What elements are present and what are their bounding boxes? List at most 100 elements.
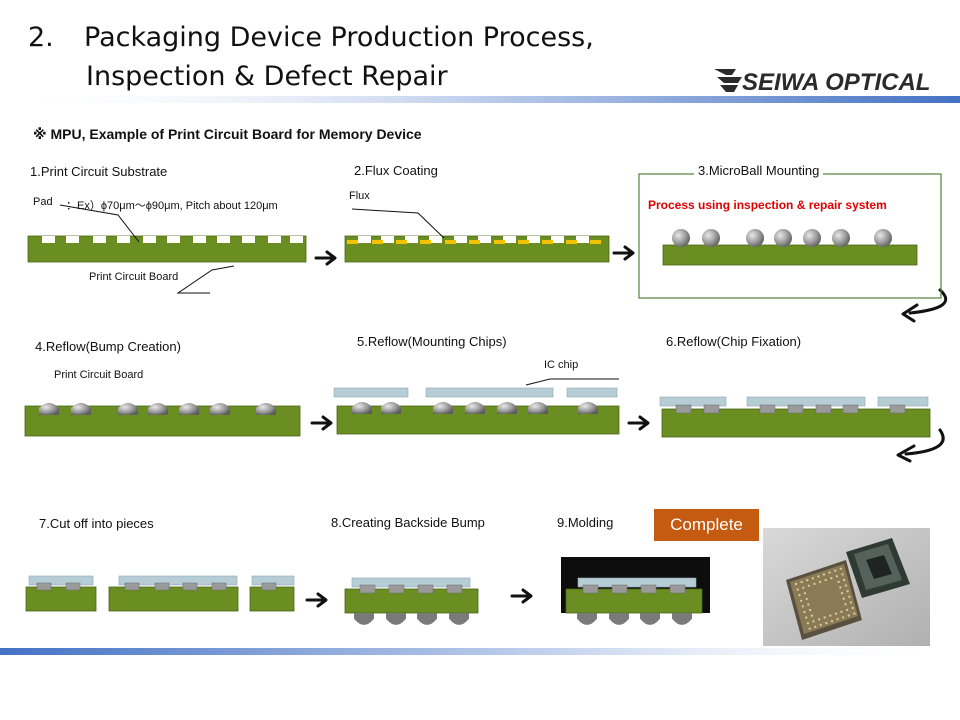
pad xyxy=(381,236,394,243)
step-5-label: 5.Reflow(Mounting Chips) xyxy=(357,334,507,349)
photo-ball xyxy=(803,592,807,595)
ic-chip xyxy=(746,396,866,407)
photo-ball xyxy=(848,595,851,598)
photo-ball xyxy=(803,610,806,614)
packaged-chips-photo xyxy=(763,528,930,646)
photo-ball xyxy=(853,612,856,615)
top-accent-bar xyxy=(0,96,960,103)
photo-ball xyxy=(840,610,843,613)
chip-bump xyxy=(815,404,832,414)
chip-bump xyxy=(787,404,804,414)
solder-bump xyxy=(71,402,91,415)
photo-ball xyxy=(810,614,813,617)
photo-ball xyxy=(808,608,812,612)
arrow-3-4 xyxy=(901,288,948,323)
photo-ball xyxy=(805,597,808,601)
process-note: Process using inspection & repair system xyxy=(648,198,887,212)
photo-ball xyxy=(817,618,821,621)
photo-ball xyxy=(843,578,846,582)
micro-ball xyxy=(746,229,764,247)
logo-text: SEIWA OPTICAL xyxy=(742,69,930,96)
photo-ball xyxy=(801,605,804,608)
pad xyxy=(454,236,467,243)
title-line-1: Packaging Device Production Process, xyxy=(84,22,594,53)
photo-ball xyxy=(845,608,849,612)
step-9-label: 9.Molding xyxy=(557,515,614,530)
step-6-label: 6.Reflow(Chip Fixation) xyxy=(666,334,802,349)
pcb-substrate-3 xyxy=(662,244,918,266)
ic-chip xyxy=(566,387,618,398)
pad xyxy=(429,236,442,243)
photo-ball xyxy=(834,569,837,572)
photo-ball xyxy=(839,567,842,570)
photo-ball xyxy=(811,577,814,580)
flux-pad xyxy=(590,240,601,244)
photo-ball xyxy=(802,586,805,589)
photo-ball xyxy=(814,625,817,629)
chip-bump xyxy=(582,584,599,594)
pad xyxy=(143,236,156,243)
photo-ball xyxy=(808,627,811,630)
pcb-piece-3 xyxy=(249,586,295,612)
photo-ball xyxy=(847,614,850,617)
backside-bump xyxy=(449,613,469,625)
pad xyxy=(167,236,180,243)
chip-bump xyxy=(359,584,376,594)
ic-chip xyxy=(877,396,929,407)
photo-ball xyxy=(844,603,847,606)
solder-bump xyxy=(118,402,138,415)
pcb-piece-2 xyxy=(108,586,239,612)
solder-bump xyxy=(256,402,276,415)
step-3-label: 3.MicroBall Mounting xyxy=(694,163,824,178)
photo-ball xyxy=(806,622,810,625)
ic-chip xyxy=(351,577,471,588)
chip-bump xyxy=(703,404,720,414)
photo-ball xyxy=(830,620,834,623)
pad xyxy=(405,236,418,243)
subtitle: ※ MPU, Example of Print Circuit Board fo… xyxy=(33,126,422,142)
solder-bump xyxy=(497,401,517,414)
pad xyxy=(527,236,540,243)
title-line-2: Inspection & Defect Repair xyxy=(86,61,448,92)
pad xyxy=(576,236,589,243)
chip-bump xyxy=(842,404,859,414)
photo-ball xyxy=(851,606,854,610)
step-1-label: 1.Print Circuit Substrate xyxy=(30,164,168,179)
step-8-label: 8.Creating Backside Bump xyxy=(331,515,485,530)
solder-bump xyxy=(465,401,485,414)
photo-ball xyxy=(829,614,832,617)
backside-bump xyxy=(354,613,374,625)
pad xyxy=(66,236,79,243)
step-2-label: 2.Flux Coating xyxy=(354,163,438,178)
photo-ball xyxy=(825,621,828,625)
chip-bump xyxy=(36,582,52,591)
arrow-1-2 xyxy=(314,250,337,266)
ic-chip xyxy=(659,396,727,407)
photo-ball xyxy=(818,580,822,584)
photo-ball xyxy=(807,584,811,587)
photo-ball xyxy=(824,578,827,582)
bottom-accent-bar xyxy=(0,648,960,655)
pad-leader-line xyxy=(59,204,140,243)
backside-bump xyxy=(577,613,597,625)
photo-ball xyxy=(799,599,803,602)
photo-ball xyxy=(823,616,826,619)
ic-chip xyxy=(425,387,554,398)
chip-bump xyxy=(388,584,405,594)
arrow-4-5 xyxy=(310,415,333,431)
photo-ball xyxy=(819,623,822,627)
ic-chip xyxy=(118,575,238,586)
photo-ball xyxy=(800,580,803,584)
micro-ball xyxy=(774,229,792,247)
flux-pad xyxy=(372,240,383,244)
backside-bump xyxy=(417,613,437,625)
photo-ball xyxy=(806,579,809,582)
photo-ball xyxy=(828,571,831,574)
photo-ball xyxy=(813,582,816,586)
chip-bump xyxy=(417,584,434,594)
pad xyxy=(268,236,281,243)
photo-ball xyxy=(835,575,839,578)
chip-bump xyxy=(182,582,198,591)
photo-ball xyxy=(842,616,845,619)
